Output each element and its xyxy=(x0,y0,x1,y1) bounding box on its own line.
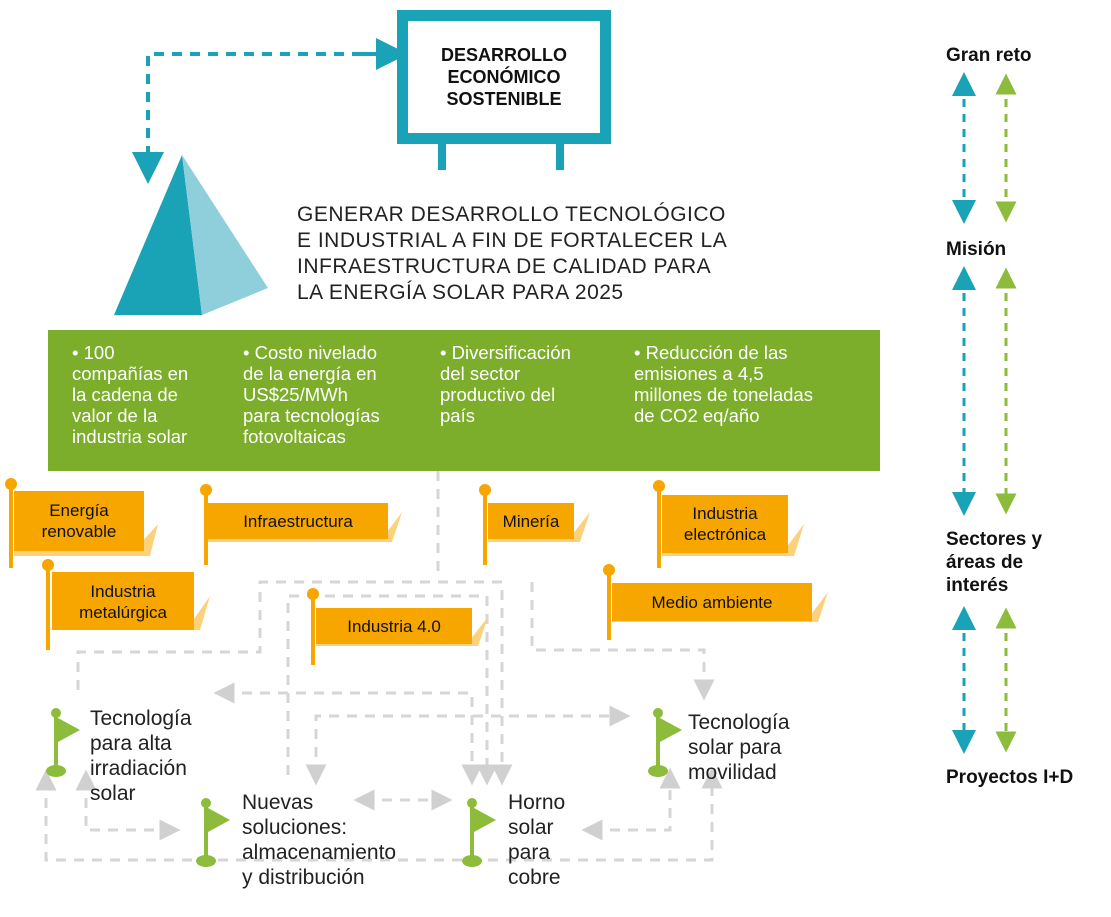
mission-text: GENERAR DESARROLLO TECNOLÓGICO E INDUSTR… xyxy=(297,202,727,306)
legend-mision: Misión xyxy=(946,239,1007,260)
connector-lines xyxy=(35,471,723,862)
legend-arrows xyxy=(952,72,1017,754)
connector-challenge-mission xyxy=(132,52,380,184)
sector-industria-4-0: Industria 4.0 xyxy=(347,617,441,636)
challenge-line: ECONÓMICO xyxy=(447,67,561,87)
sector-flags xyxy=(5,478,828,665)
challenge-line: DESARROLLO xyxy=(441,45,567,65)
billboard-post-left xyxy=(438,144,446,170)
billboard-post-right xyxy=(556,144,564,170)
legend-proyectos: Proyectos I+D xyxy=(946,767,1074,788)
mission-line: LA ENERGÍA SOLAR PARA 2025 xyxy=(297,281,624,304)
flag-icon xyxy=(196,798,230,867)
mission-line: INFRAESTRUCTURA DE CALIDAD PARA xyxy=(297,255,712,278)
flag-icon xyxy=(462,798,496,867)
mission-line: E INDUSTRIAL A FIN DE FORTALECER LA xyxy=(297,229,728,252)
sector-medio-ambiente: Medio ambiente xyxy=(651,593,773,612)
challenge-line: SOSTENIBLE xyxy=(446,89,562,109)
sector-infraestructura: Infraestructura xyxy=(243,512,353,531)
challenge-billboard: DESARROLLO ECONÓMICO SOSTENIBLE xyxy=(397,10,611,144)
flag-icon xyxy=(648,708,682,777)
mountain-icon xyxy=(114,155,268,315)
mission-line: GENERAR DESARROLLO TECNOLÓGICO xyxy=(297,203,726,226)
legend-gran-reto: Gran reto xyxy=(946,45,1032,66)
sector-mineria: Minería xyxy=(502,512,560,531)
project-flag-icons xyxy=(46,708,682,867)
flag-icon xyxy=(46,708,80,777)
